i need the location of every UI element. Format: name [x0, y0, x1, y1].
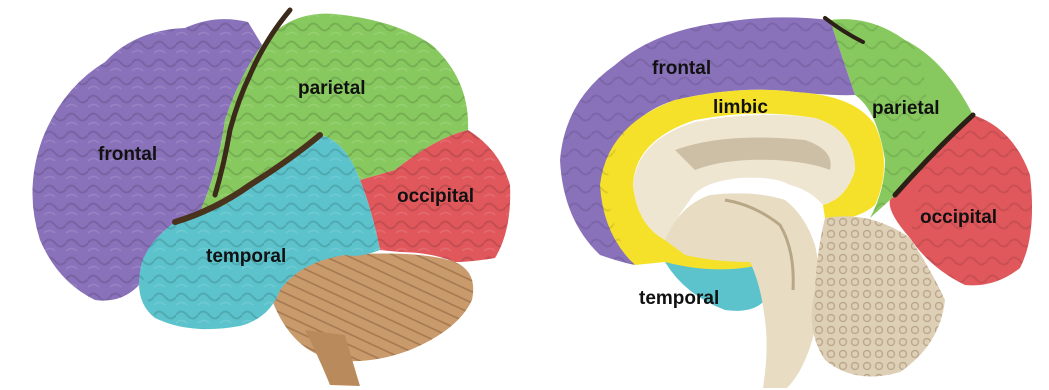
- medial-brain-view: frontal limbic parietal occipital tempor…: [525, 0, 1049, 390]
- label-occipital-lateral: occipital: [397, 186, 474, 207]
- label-frontal-medial: frontal: [652, 58, 711, 79]
- label-temporal-medial: temporal: [639, 288, 719, 309]
- label-limbic-medial: limbic: [713, 97, 768, 118]
- lateral-brain-view: frontal parietal temporal occipital: [0, 0, 525, 390]
- medial-brain-illustration: frontal limbic parietal occipital tempor…: [525, 0, 1049, 390]
- lateral-brain-illustration: frontal parietal temporal occipital: [0, 0, 525, 390]
- label-parietal-lateral: parietal: [298, 78, 366, 99]
- label-parietal-medial: parietal: [872, 98, 940, 119]
- label-occipital-medial: occipital: [920, 207, 997, 228]
- label-frontal-lateral: frontal: [98, 144, 157, 165]
- label-temporal-lateral: temporal: [206, 246, 286, 267]
